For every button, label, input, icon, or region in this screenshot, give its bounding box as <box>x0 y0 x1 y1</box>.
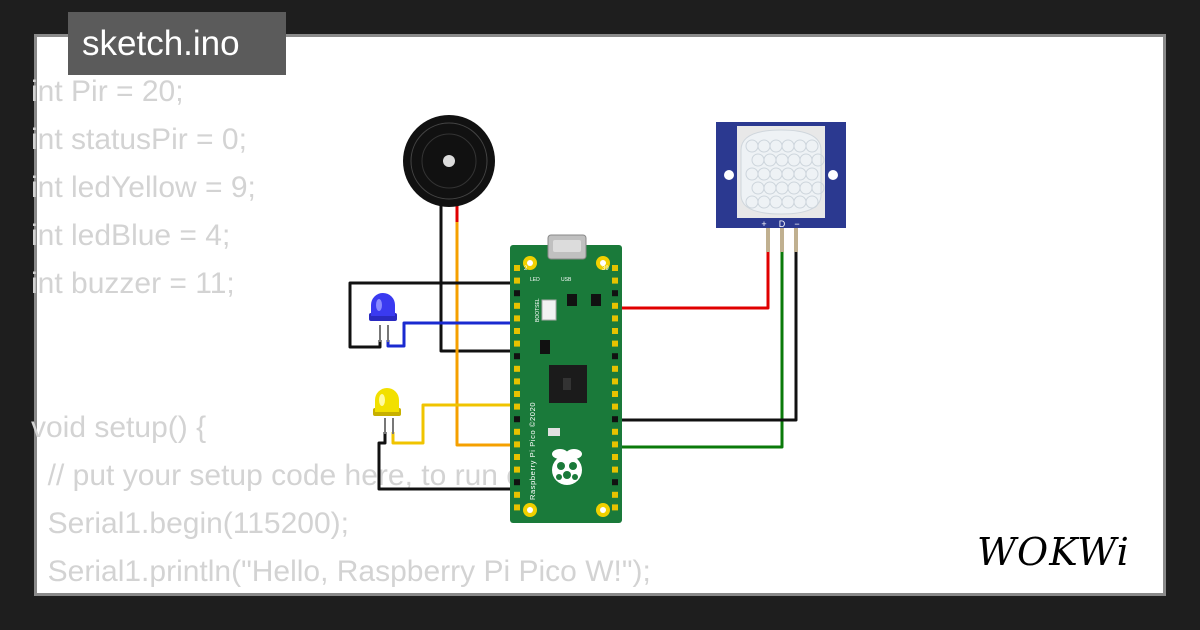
pir-pin-plus-label: + <box>761 219 766 229</box>
code-line: int statusPir = 0; <box>31 123 247 156</box>
code-line: int buzzer = 11; <box>31 267 235 300</box>
pin-pad[interactable] <box>612 466 618 473</box>
pin-pad[interactable] <box>612 479 618 486</box>
pin-pad[interactable] <box>514 454 520 460</box>
pin-pad[interactable] <box>612 328 618 334</box>
file-tab[interactable]: sketch.ino <box>68 12 286 75</box>
pin-pad[interactable] <box>612 428 618 435</box>
pin-pad[interactable] <box>612 441 618 448</box>
code-line: Serial1.println("Hello, Raspberry Pi Pic… <box>31 555 651 588</box>
pin-label-2: 2 <box>524 266 528 272</box>
pin-pad[interactable] <box>514 277 520 284</box>
raspberry-logo-icon <box>552 449 582 485</box>
pico-board[interactable]: Raspberry Pi Pico ©2020 2 39 LED USB BOO… <box>510 234 622 523</box>
pir-sensor[interactable]: + D − <box>716 122 846 252</box>
wire-pir-data <box>612 228 784 449</box>
pin-pad[interactable] <box>514 328 520 334</box>
pin-pad[interactable] <box>612 403 618 410</box>
pin-pad[interactable] <box>514 302 520 309</box>
wire-buzzer-gnd <box>439 218 520 353</box>
code-line: void setup() { <box>31 411 207 444</box>
pin-pad[interactable] <box>612 504 618 511</box>
wire-blue-led-signal <box>386 321 520 348</box>
pir-pin-d-label: D <box>779 219 786 229</box>
wire-yellow-led-signal <box>391 403 520 445</box>
pin-pad[interactable] <box>514 403 520 410</box>
pin-pad[interactable] <box>514 265 520 271</box>
wire-pir-gnd <box>612 228 798 422</box>
pin-pad[interactable] <box>514 315 520 322</box>
pin-pad[interactable] <box>514 365 520 372</box>
pin-pad[interactable] <box>612 290 618 297</box>
bootsel-label: BOOTSEL <box>535 298 541 322</box>
pin-pad[interactable] <box>612 416 618 423</box>
wire-buzzer-signal <box>455 218 520 447</box>
code-line: int ledYellow = 9; <box>31 171 256 204</box>
pin-pad[interactable] <box>514 416 520 423</box>
pico-pins-left[interactable] <box>514 265 520 511</box>
pin-pad[interactable] <box>514 428 520 435</box>
code-line: int Pir = 20; <box>31 75 184 108</box>
pin-pad[interactable] <box>612 454 618 460</box>
pin-pad[interactable] <box>612 315 618 322</box>
pin-pad[interactable] <box>612 365 618 372</box>
board-label: Raspberry Pi Pico ©2020 <box>528 402 537 500</box>
pin-pad[interactable] <box>612 391 618 397</box>
pin-pad[interactable] <box>514 340 520 347</box>
wire-blue-led-gnd <box>348 281 520 349</box>
pin-pad[interactable] <box>612 340 618 347</box>
pin-pad[interactable] <box>612 378 618 385</box>
wire-yellow-led-gnd <box>377 432 520 491</box>
pin-pad[interactable] <box>514 290 520 297</box>
code-editor[interactable]: int Pir = 20; int statusPir = 0; int ledYe… <box>31 68 651 596</box>
pin-pad[interactable] <box>514 491 520 498</box>
pin-pad[interactable] <box>612 265 618 271</box>
pin-pad[interactable] <box>612 302 618 309</box>
pin-pad[interactable] <box>514 504 520 511</box>
buzzer[interactable] <box>403 115 495 222</box>
pico-pins-right[interactable] <box>612 265 618 511</box>
pin-pad[interactable] <box>514 391 520 397</box>
code-line: Serial1.begin(115200); <box>31 507 349 540</box>
blue-led[interactable] <box>369 293 397 342</box>
pin-pad[interactable] <box>514 441 520 448</box>
code-line: int ledBlue = 4; <box>31 219 231 252</box>
pin-pad[interactable] <box>612 277 618 284</box>
pin-label-39: 39 <box>602 266 609 272</box>
pin-pad[interactable] <box>514 353 520 360</box>
pin-pad[interactable] <box>612 491 618 498</box>
pir-pin-minus-label: − <box>794 219 799 229</box>
pin-pad[interactable] <box>612 353 618 360</box>
wokwi-logo: WOKWi <box>977 530 1130 574</box>
pin-pad[interactable] <box>514 378 520 385</box>
wire-pir-vcc <box>612 228 770 310</box>
pir-dome-icon <box>745 139 825 209</box>
led-label: LED <box>530 277 540 283</box>
svg-text:WOKWi: WOKWi <box>977 530 1130 574</box>
pin-pad[interactable] <box>514 466 520 473</box>
yellow-led[interactable] <box>373 388 401 434</box>
pin-pad[interactable] <box>514 479 520 486</box>
usb-label: USB <box>561 277 572 283</box>
